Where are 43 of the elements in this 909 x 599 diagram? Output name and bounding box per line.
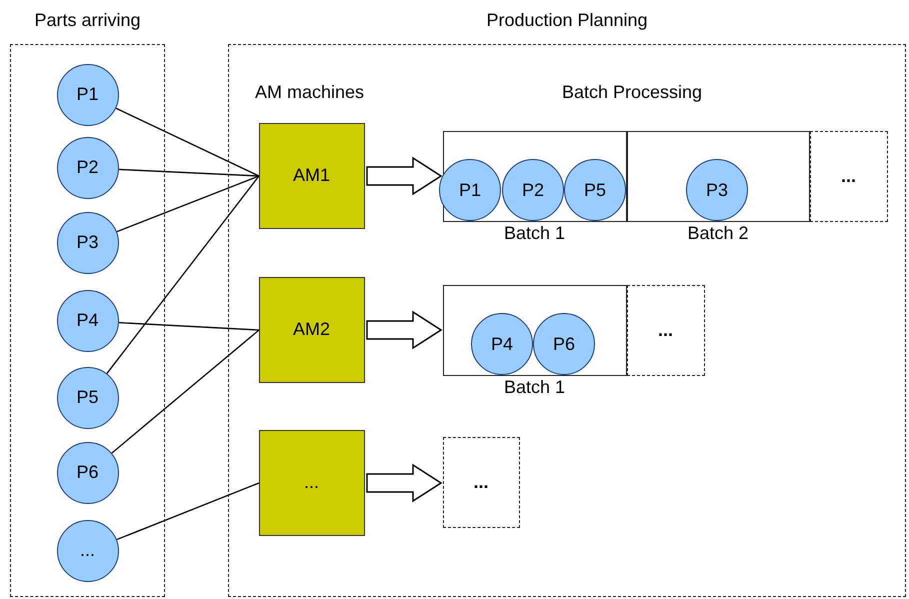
batch-caption: Batch 1	[502, 376, 566, 398]
placeholder-box	[626, 284, 704, 376]
node-label: ...	[473, 472, 488, 492]
block-arrow	[366, 156, 442, 196]
section-heading: Batch Processing	[562, 82, 702, 103]
node-label: AM1	[292, 165, 330, 186]
node-label: P3	[706, 180, 728, 200]
node-label: P2	[522, 180, 544, 200]
node-label: P1	[458, 180, 482, 200]
connector-line	[118, 168, 260, 177]
part-circle	[56, 366, 118, 428]
node-label: ...	[840, 166, 856, 186]
placeholder-box	[442, 436, 520, 528]
batch-caption: Batch 1	[502, 222, 566, 244]
machine-box	[258, 276, 364, 382]
machine-box	[258, 430, 364, 536]
connector-line	[116, 482, 260, 540]
group-title: Production Planning	[485, 10, 649, 31]
node-label: AM2	[292, 319, 330, 340]
connector-line	[118, 322, 260, 331]
block-arrow	[366, 310, 442, 350]
node-label: ...	[658, 320, 673, 340]
node-label: P3	[76, 232, 99, 253]
connector-line	[111, 330, 260, 454]
node-label: ...	[304, 472, 319, 493]
block-arrow	[366, 464, 442, 502]
node-label: P1	[76, 84, 99, 105]
connector-line	[116, 175, 260, 232]
group-title: Parts arriving	[33, 10, 142, 31]
node-label: P2	[76, 157, 99, 178]
node-label: P6	[552, 334, 576, 354]
node-label: P5	[76, 387, 99, 408]
machine-box	[258, 122, 364, 228]
batch-caption: Batch 2	[686, 222, 750, 244]
node-label: P5	[584, 180, 606, 200]
node-label: ...	[80, 540, 95, 561]
section-heading: AM machines	[255, 82, 364, 103]
connector-line	[116, 108, 260, 177]
placeholder-box	[810, 130, 888, 222]
node-label: P4	[76, 310, 99, 331]
node-label: P6	[76, 462, 99, 483]
connector-line	[106, 176, 260, 374]
node-label: P4	[490, 334, 514, 354]
